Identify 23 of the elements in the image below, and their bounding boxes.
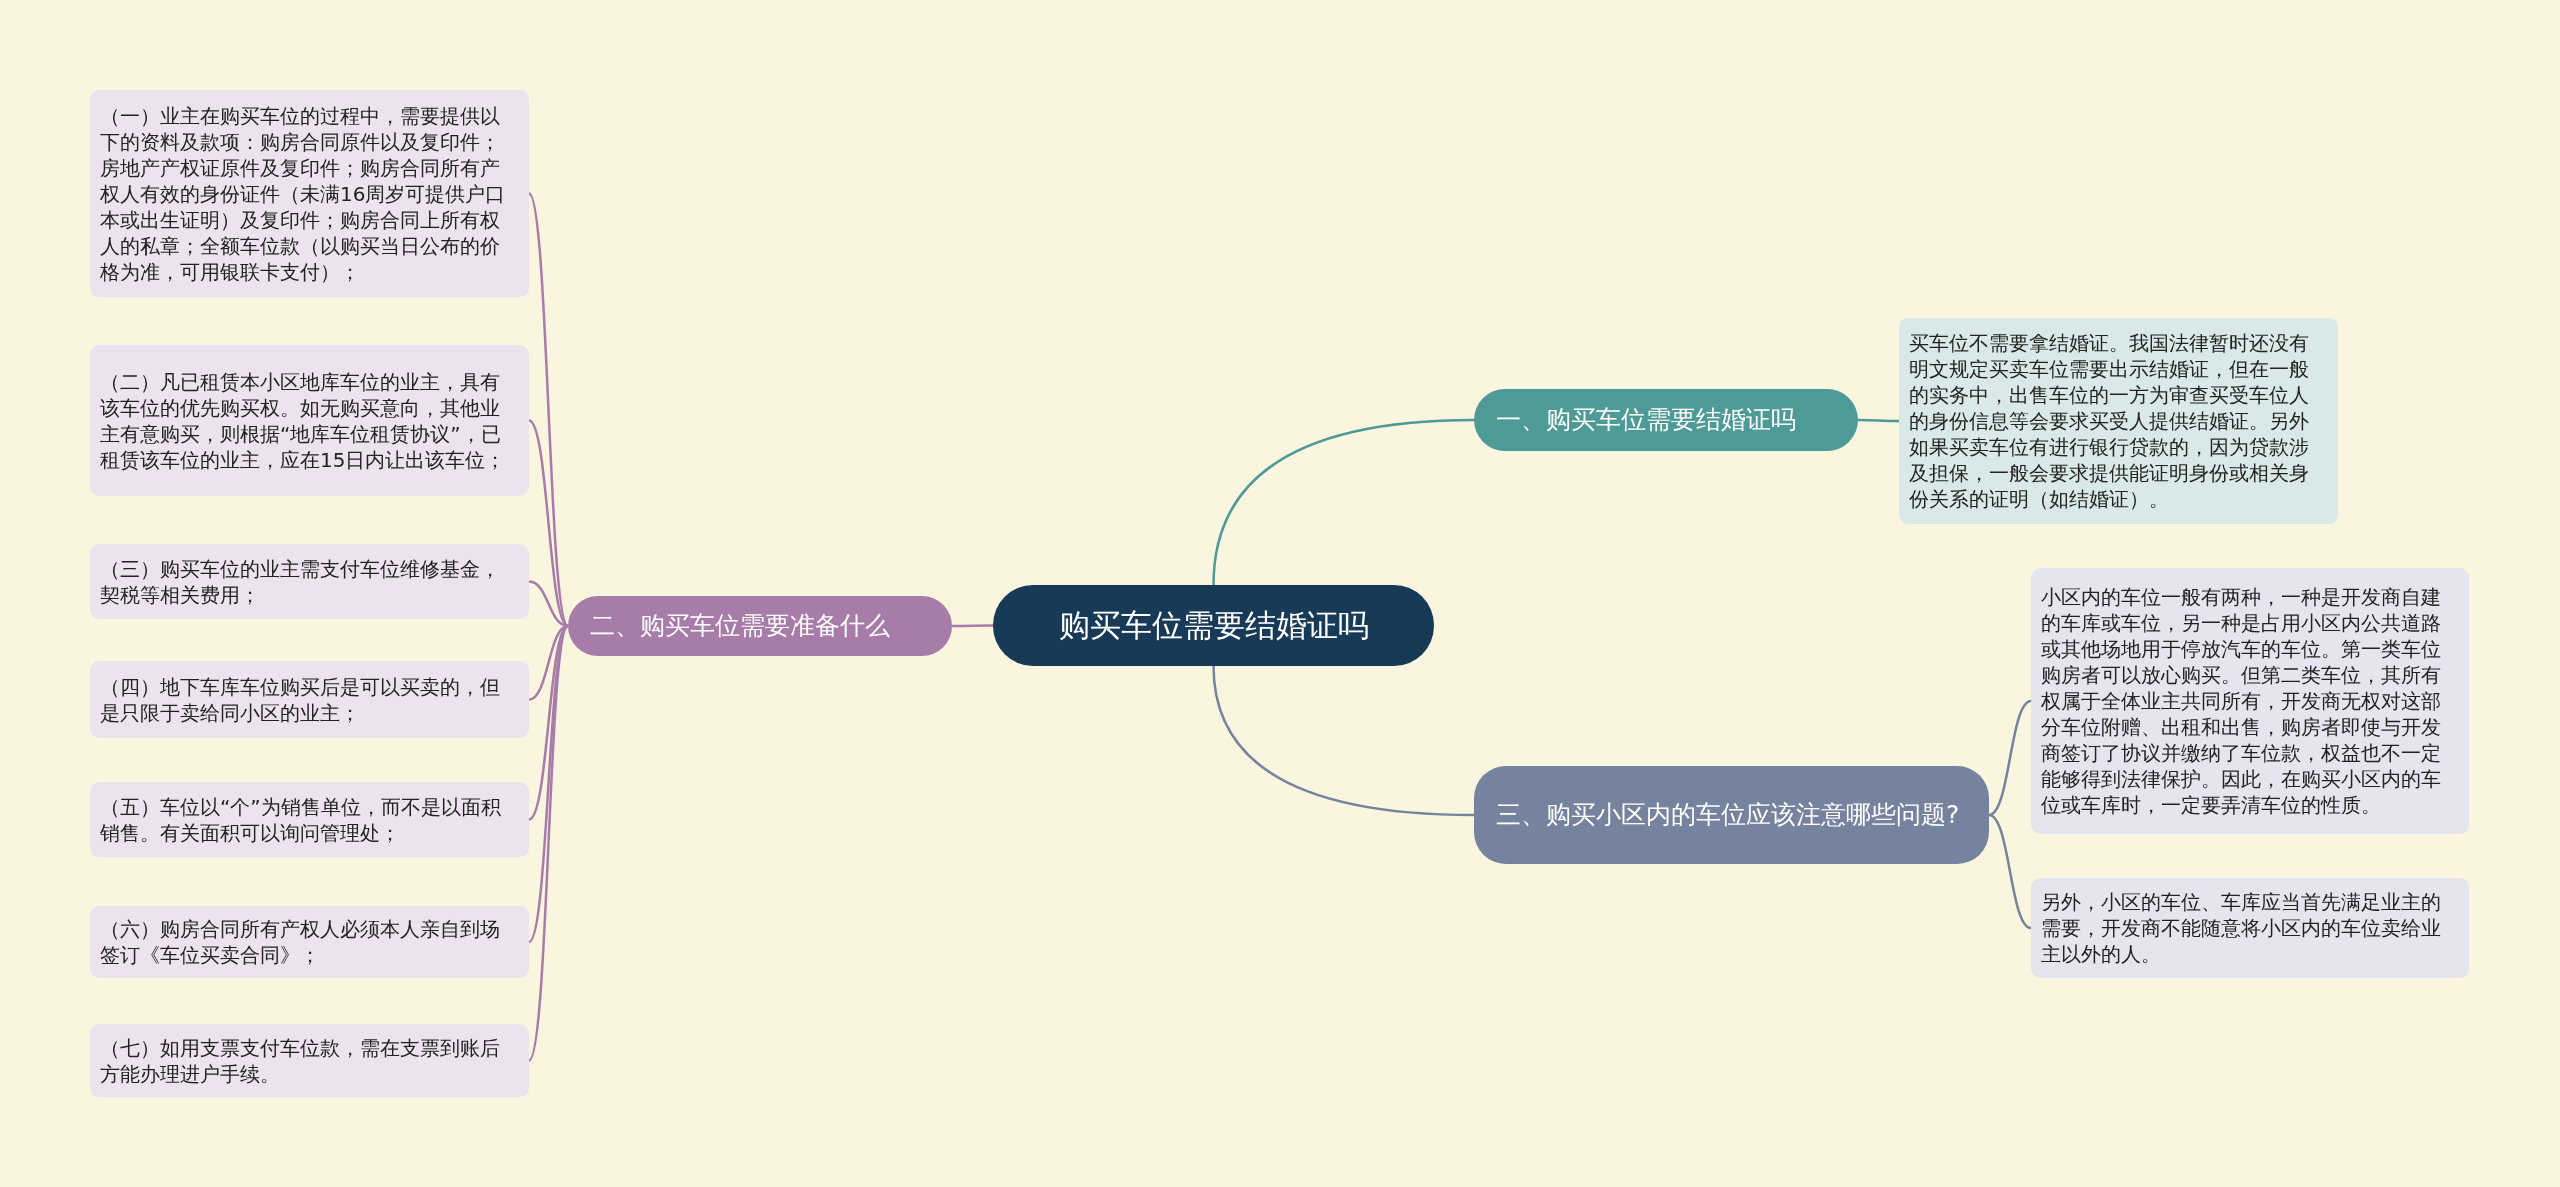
detail-note-box: （五）车位以“个”为销售单位，而不是以面积销售。有关面积可以询问管理处； bbox=[90, 782, 529, 857]
connector-line bbox=[1212, 665, 1475, 817]
connector-line bbox=[528, 625, 569, 943]
detail-note-box: （七）如用支票支付车位款，需在支票到账后方能办理进户手续。 bbox=[90, 1024, 529, 1097]
detail-note-box: （四）地下车库车位购买后是可以买卖的，但是只限于卖给同小区的业主； bbox=[90, 661, 529, 738]
detail-note-box: （一）业主在购买车位的过程中，需要提供以下的资料及款项：购房合同原件以及复印件；房地产产权证原件及复印件；购房合同所有产权人有效的身份证件（未满16周岁可提供户口本或出生证明）及复印件；购房合同上所有权人的私章；全额车位款（以购买当日公布的价格为准，可用银联卡支付）； bbox=[90, 90, 529, 297]
connector-line bbox=[1858, 418, 1899, 423]
detail-note-box: 另外，小区的车位、车库应当首先满足业主的需要，开发商不能随意将小区内的车位卖给业主以外的人。 bbox=[2031, 878, 2469, 978]
connector-line bbox=[527, 625, 570, 1062]
detail-note-box: 买车位不需要拿结婚证。我国法律暂时还没有明文规定买卖车位需要出示结婚证，但在一般的实务中，出售车位的一方为审查买受车位人的身份信息等会要求买受人提供结婚证。另外如果买卖车位有进行银行贷款的，因为贷款涉及担保，一般会要求提供能证明身份或相关身份关系的证明（如结婚证）。 bbox=[1899, 318, 2338, 524]
branch-topic-box: 二、购买车位需要准备什么 bbox=[568, 596, 952, 656]
detail-note-box: 小区内的车位一般有两种，一种是开发商自建的车库或车位，另一种是占用小区内公共道路或其他场地用于停放汽车的车位。第一类车位购房者可以放心购买。但第二类车位，其所有权属于全体业主共同所有，开发商无权对这部分车位附赠、出租和出售，购房者即使与开发商签订了协议并缴纳了车位款，权益也不一定能够得到法律保护。因此，在购买小区内的车位或车库时，一定要弄清车位的性质。 bbox=[2031, 568, 2469, 834]
detail-note-box: （三）购买车位的业主需支付车位维修基金，契税等相关费用； bbox=[90, 544, 529, 619]
detail-note-box: （六）购房合同所有产权人必须本人亲自到场签订《车位买卖合同》； bbox=[90, 906, 529, 978]
branch-topic-box: 一、购买车位需要结婚证吗 bbox=[1474, 389, 1858, 451]
branch-topic-box: 三、购买小区内的车位应该注意哪些问题? bbox=[1474, 766, 1989, 864]
detail-note-box: （二）凡已租赁本小区地库车位的业主，具有该车位的优先购买权。如无购买意向，其他业主有意购买，则根据“地库车位租赁协议”，已租赁该车位的业主，应在15日内让出该车位； bbox=[90, 345, 529, 496]
connector-line bbox=[1988, 699, 2032, 817]
connector-line bbox=[1988, 813, 2032, 930]
connector-line bbox=[527, 192, 570, 627]
connector-line bbox=[1212, 418, 1475, 586]
central-topic-box: 购买车位需要结婚证吗 bbox=[993, 585, 1434, 666]
connector-line bbox=[952, 624, 993, 628]
